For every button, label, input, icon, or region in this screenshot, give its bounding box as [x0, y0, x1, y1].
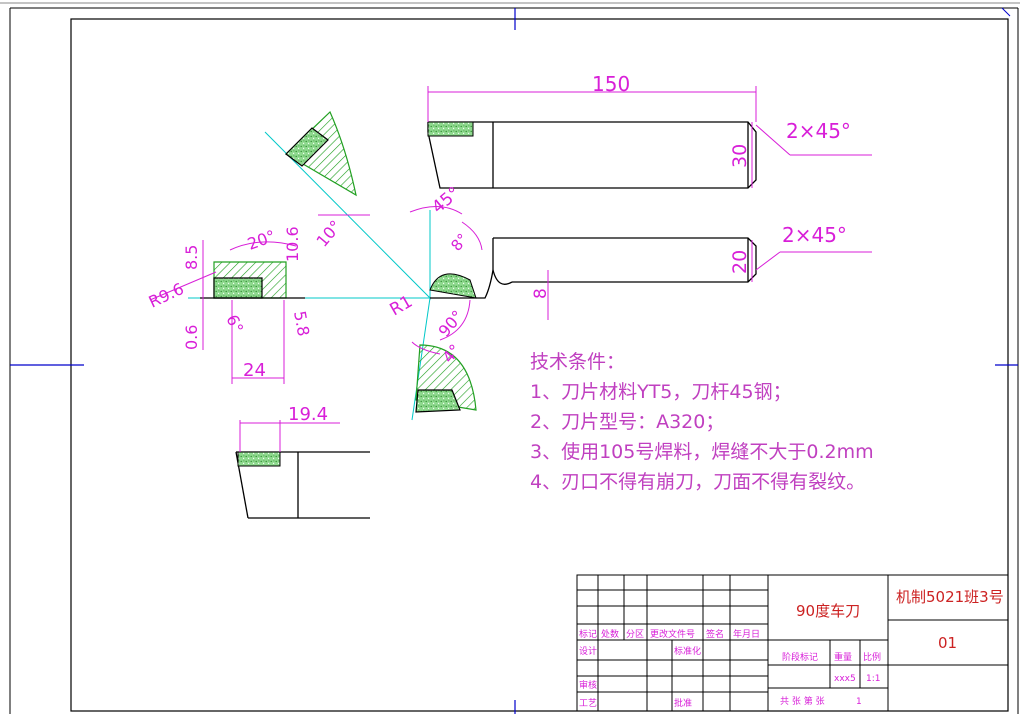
dim-24: 24 — [243, 360, 266, 381]
dim-chamfer-bottom: 2×45° — [782, 223, 847, 247]
header-change-doc: 更改文件号 — [650, 628, 695, 640]
dim-19-4: 19.4 — [288, 404, 328, 425]
header-zone: 分区 — [626, 629, 644, 640]
dim-8-deg: 8° — [447, 230, 472, 255]
dim-r1: R1 — [387, 292, 417, 321]
header-count: 处数 — [601, 628, 619, 640]
scale-value: 1:1 — [866, 674, 880, 684]
dim-8: 8 — [531, 288, 551, 299]
weight-value: xxx5 — [834, 674, 856, 684]
dim-5-8: 5.8 — [290, 309, 313, 337]
header-date: 年月日 — [733, 628, 760, 640]
label-review: 审核 — [579, 679, 597, 691]
dim-10-6: 10.6 — [283, 226, 302, 262]
label-design: 设计 — [579, 645, 597, 657]
dim-90-deg: 90° — [435, 307, 468, 341]
label-process: 工艺 — [579, 698, 597, 709]
label-approve: 批准 — [674, 697, 692, 709]
header-signature: 签名 — [706, 628, 724, 640]
dim-chamfer-top: 2×45° — [786, 119, 851, 143]
tech-item-1: 1、刀片材料YT5，刀杆45钢； — [530, 381, 792, 403]
scale-label: 比例 — [863, 651, 881, 663]
dim-8-5: 8.5 — [182, 245, 201, 270]
label-standardization: 标准化 — [674, 645, 701, 657]
sheet-number: 1 — [856, 697, 862, 707]
bottom-view — [235, 451, 370, 519]
dim-150: 150 — [592, 72, 630, 96]
technical-requirements: 技术条件： 1、刀片材料YT5，刀杆45钢； 2、刀片型号：A320； 3、使用… — [530, 347, 890, 497]
top-view — [427, 121, 757, 189]
class-info: 机制5021班3号 — [896, 588, 1004, 606]
stage-label: 阶段标记 — [782, 651, 818, 663]
sheet-text: 共 张 第 张 — [780, 695, 825, 707]
part-name: 90度车刀 — [796, 602, 860, 620]
dim-0-6: 0.6 — [182, 325, 201, 350]
edge-detail — [200, 261, 305, 299]
side-view — [429, 237, 757, 299]
dim-30: 30 — [729, 144, 751, 168]
tech-item-2: 2、刀片型号：A320； — [530, 411, 725, 433]
dim-6-deg: 6° — [222, 312, 247, 337]
dim-20: 20 — [729, 250, 751, 274]
tech-title: 技术条件： — [530, 351, 626, 373]
title-block — [576, 574, 1009, 712]
section-lower — [415, 344, 477, 413]
dim-20-deg: 20° — [245, 226, 278, 254]
dim-r9-6: R9.6 — [146, 279, 187, 312]
header-mark: 标记 — [579, 628, 597, 640]
dim-10-deg: 10° — [313, 217, 346, 251]
section-upper — [285, 110, 357, 197]
drawing-number: 01 — [938, 634, 957, 652]
tech-item-4: 4、刃口不得有崩刀，刀面不得有裂纹。 — [530, 471, 866, 493]
weight-label: 重量 — [834, 651, 852, 663]
title-block-text: 标记 处数 分区 更改文件号 签名 年月日 设计 标准化 审核 工艺 批准 90… — [579, 588, 1004, 709]
tech-item-3: 3、使用105号焊料，焊缝不大于0.2mm — [530, 441, 874, 463]
dimension-lines — [149, 86, 872, 452]
